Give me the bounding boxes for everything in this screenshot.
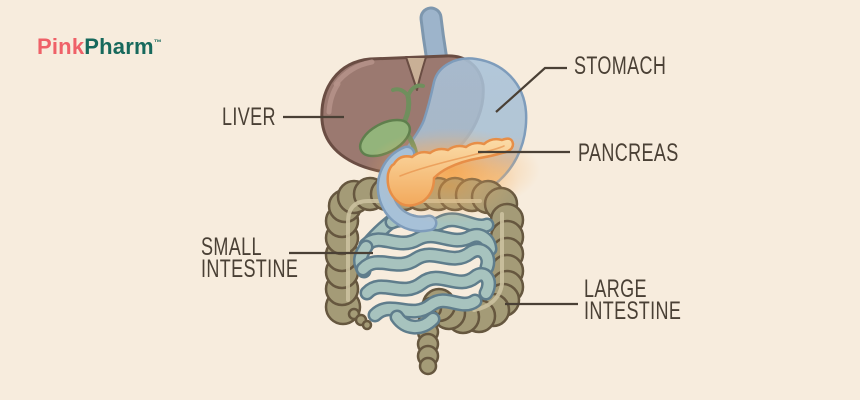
pinkpharm-logo: PinkPharm™ — [37, 34, 162, 60]
small-intestine-shape — [353, 208, 498, 335]
label-small-intestine: SMALL INTESTINE — [201, 233, 299, 283]
label-stomach: STOMACH — [574, 52, 667, 80]
label-large-intestine: LARGE INTESTINE — [584, 275, 682, 325]
trademark-symbol: ™ — [153, 38, 162, 47]
pancreas-shape — [386, 137, 515, 207]
label-pancreas: PANCREAS — [578, 139, 679, 167]
label-liver: LIVER — [222, 103, 276, 131]
logo-text-pharm: Pharm — [84, 34, 154, 59]
leader-lines — [283, 66, 578, 306]
logo-text-pink: Pink — [37, 34, 85, 59]
stomach-leader-line — [495, 66, 567, 113]
